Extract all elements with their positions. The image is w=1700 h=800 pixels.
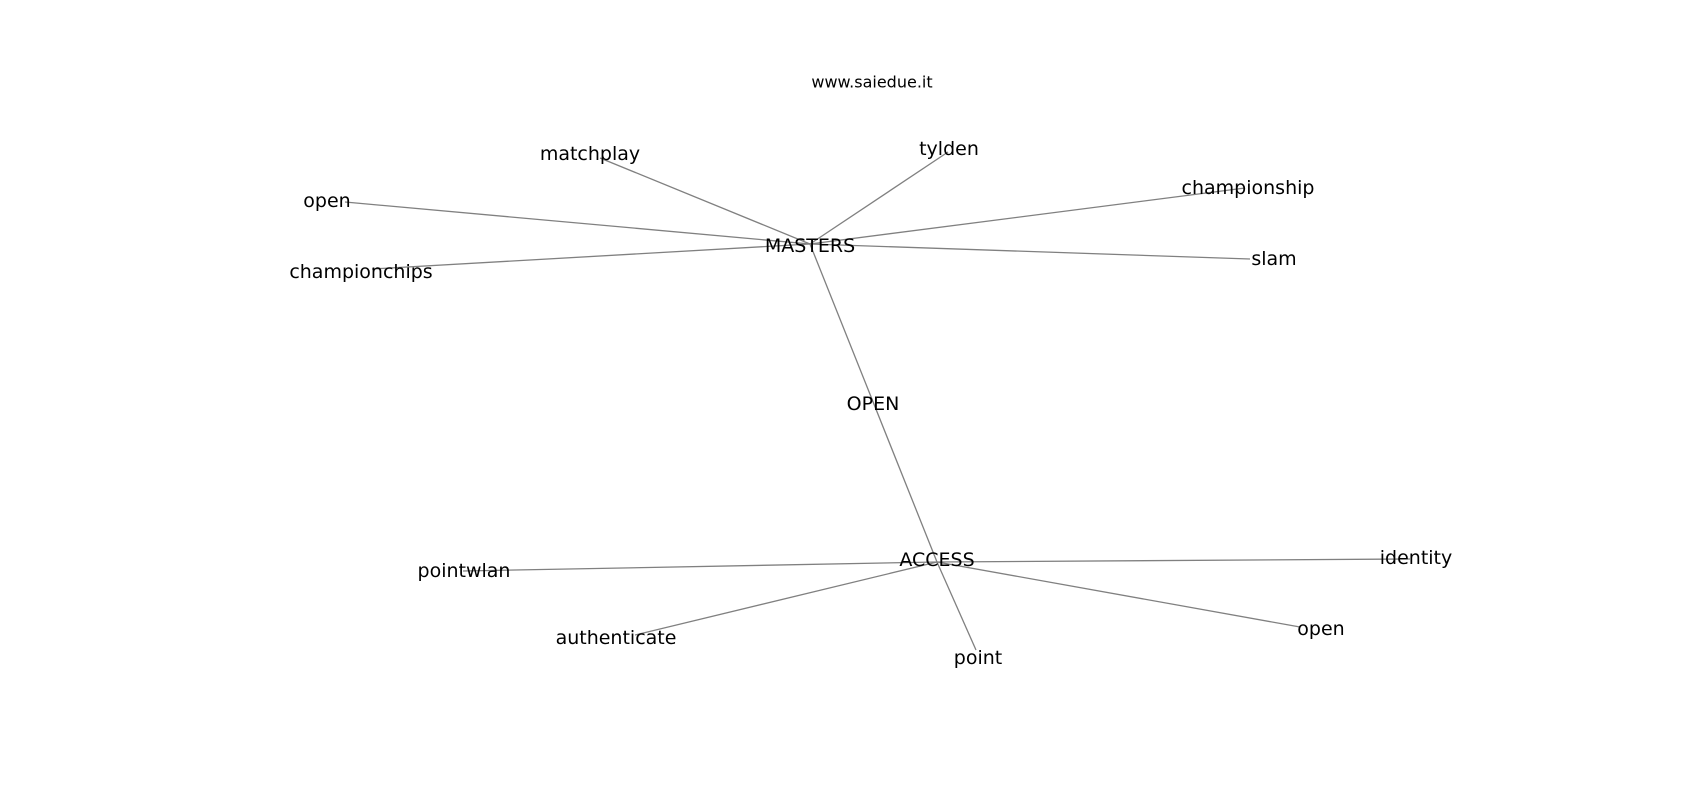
graph-edges [344, 151, 1411, 651]
node-slam: slam [1251, 248, 1296, 270]
edge-masters-slam [809, 243, 1251, 260]
node-pointwlan: pointwlan [418, 560, 511, 582]
node-masters: MASTERS [765, 235, 855, 257]
edge-masters-access [809, 243, 938, 563]
edge-access-point [936, 561, 977, 651]
node-championchips: championchips [289, 261, 432, 283]
edge-masters-championchips [371, 243, 811, 270]
node-open-2: open [1297, 618, 1344, 640]
node-access: ACCESS [899, 549, 974, 571]
edge-access-identity [936, 558, 1411, 563]
graph-nodes: MASTERS OPEN ACCESS matchplay tylden champion… [289, 138, 1452, 669]
edge-masters-tylden [809, 151, 949, 245]
edge-masters-open-1 [344, 201, 811, 245]
node-championship: championship [1182, 177, 1315, 199]
edge-masters-matchplay [599, 157, 811, 245]
node-tylden: tylden [919, 138, 979, 160]
node-authenticate: authenticate [556, 627, 677, 649]
node-open-center: OPEN [847, 393, 900, 415]
edge-access-authenticate [634, 561, 938, 636]
node-matchplay: matchplay [540, 143, 640, 165]
edge-masters-championship [809, 187, 1246, 245]
node-open-1: open [303, 190, 350, 212]
edge-access-pointwlan [462, 561, 938, 572]
graph-caption: www.saiedue.it [811, 73, 932, 92]
node-point: point [954, 647, 1002, 669]
node-identity: identity [1380, 547, 1453, 569]
edge-access-open-2 [936, 561, 1301, 628]
